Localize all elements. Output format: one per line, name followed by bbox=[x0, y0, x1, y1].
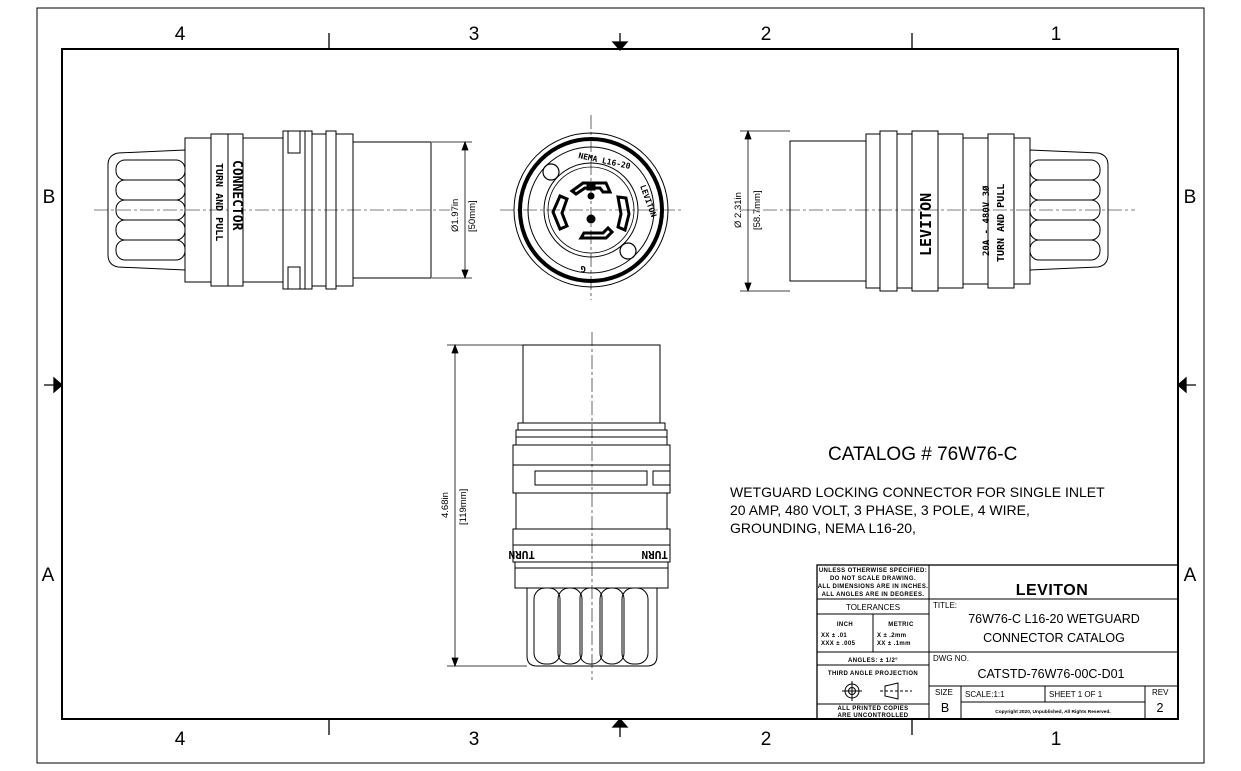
catalog-description-line-1: WETGUARD LOCKING CONNECTOR FOR SINGLE IN… bbox=[730, 484, 1105, 500]
length-inch: 4.68in bbox=[440, 492, 451, 518]
tb-inch-header: INCH bbox=[837, 622, 853, 628]
tb-printed-copies-2: ARE UNCONTROLLED bbox=[837, 713, 908, 719]
title-block bbox=[816, 564, 1179, 720]
tb-note-4: ALL ANGLES ARE IN DEGREES. bbox=[822, 592, 925, 598]
tb-note-1: UNLESS OTHERWISE SPECIFIED: bbox=[819, 568, 927, 574]
bottom-engraving-turn: TURN bbox=[509, 548, 536, 561]
zone-row-b-left: B bbox=[43, 187, 56, 208]
front-face-view bbox=[500, 115, 684, 300]
zone-ticks bbox=[328, 33, 913, 735]
catalog-number: CATALOG # 76W76-C bbox=[828, 444, 1017, 465]
third-angle-projection-symbol bbox=[842, 681, 912, 701]
right-engraving-turn-pull: TURN AND PULL bbox=[996, 184, 1007, 262]
right-diameter-inch: Ø 2.31in bbox=[733, 192, 744, 228]
zone-col-1-bottom: 1 bbox=[1051, 729, 1062, 750]
left-diameter-mm: [50mm] bbox=[467, 200, 478, 232]
tb-angles: ANGLES: ± 1/2° bbox=[848, 658, 898, 664]
zone-row-a-right: A bbox=[1184, 565, 1197, 586]
tb-size-value: B bbox=[941, 701, 949, 715]
tb-metric-row-2: XX ± .1mm bbox=[877, 641, 911, 647]
zone-col-4-top: 4 bbox=[175, 24, 186, 45]
catalog-description-line-3: GROUNDING, NEMA L16-20, bbox=[730, 520, 916, 536]
length-mm: [119mm] bbox=[458, 489, 469, 525]
left-diameter-inch: Ø1.97in bbox=[450, 199, 461, 232]
tb-dwg-number: CATSTD-76W76-00C-D01 bbox=[977, 667, 1124, 681]
tb-printed-copies-1: ALL PRINTED COPIES bbox=[837, 706, 908, 712]
tb-note-2: DO NOT SCALE DRAWING. bbox=[830, 576, 916, 582]
zone-row-a-left: A bbox=[42, 565, 55, 586]
left-diameter-dimension bbox=[432, 140, 472, 280]
tb-inch-row-1: XX ± .01 bbox=[821, 633, 847, 639]
right-engraving-rating: 20A - 480V 3Ø bbox=[981, 185, 992, 256]
tb-tolerances-header: TOLERANCES bbox=[846, 603, 900, 612]
catalog-description-line-2: 20 AMP, 480 VOLT, 3 PHASE, 3 POLE, 4 WIR… bbox=[730, 502, 1030, 518]
right-side-view bbox=[740, 130, 1135, 292]
left-engraving-connector: CONNECTOR bbox=[229, 160, 244, 231]
outer-border bbox=[36, 7, 1205, 764]
tb-copyright: Copyright 2020, Unpublished, All Rights … bbox=[995, 709, 1111, 715]
tb-projection: THIRD ANGLE PROJECTION bbox=[828, 671, 918, 677]
zone-col-3-top: 3 bbox=[469, 24, 480, 45]
tb-rev-value: 2 bbox=[1157, 701, 1164, 715]
zone-row-b-right: B bbox=[1184, 187, 1197, 208]
zone-col-3-bottom: 3 bbox=[469, 729, 480, 750]
zone-col-2-bottom: 2 bbox=[761, 729, 772, 750]
length-dimension bbox=[447, 343, 527, 668]
right-diameter-dimension bbox=[740, 129, 790, 293]
tb-title-line-1: 76W76-C L16-20 WETGUARD bbox=[968, 612, 1140, 626]
tb-scale: SCALE:1:1 bbox=[965, 690, 1005, 699]
left-engraving-turn-pull: TURN AND PULL bbox=[213, 163, 224, 241]
centering-arrows bbox=[44, 33, 1196, 737]
right-diameter-mm: [58.7mm] bbox=[752, 190, 763, 230]
zone-col-2-top: 2 bbox=[761, 24, 772, 45]
tb-title-line-2: CONNECTOR CATALOG bbox=[983, 631, 1125, 645]
bottom-elevation-view bbox=[512, 332, 671, 680]
face-label-ground: G bbox=[581, 263, 586, 273]
left-side-view bbox=[94, 130, 450, 290]
tb-metric-header: METRIC bbox=[888, 622, 914, 628]
tb-brand-logo: LEVITON bbox=[1016, 582, 1089, 599]
tb-sheet: SHEET 1 OF 1 bbox=[1049, 690, 1103, 699]
tb-metric-row-1: X ± .2mm bbox=[877, 633, 907, 639]
tb-note-3: ALL DIMENSIONS ARE IN INCHES. bbox=[818, 584, 929, 590]
bottom-engraving-turn-right: TURN bbox=[642, 548, 669, 561]
right-engraving-brand: LEVITON bbox=[917, 193, 935, 256]
tb-size-label: SIZE bbox=[935, 688, 953, 697]
zone-col-1-top: 1 bbox=[1051, 24, 1062, 45]
tb-rev-label: REV bbox=[1152, 688, 1169, 697]
tb-title-label: TITLE: bbox=[933, 601, 957, 610]
zone-col-4-bottom: 4 bbox=[175, 729, 186, 750]
tb-inch-row-2: XXX ± .005 bbox=[821, 641, 856, 647]
tb-dwg-label: DWG NO. bbox=[933, 654, 969, 663]
